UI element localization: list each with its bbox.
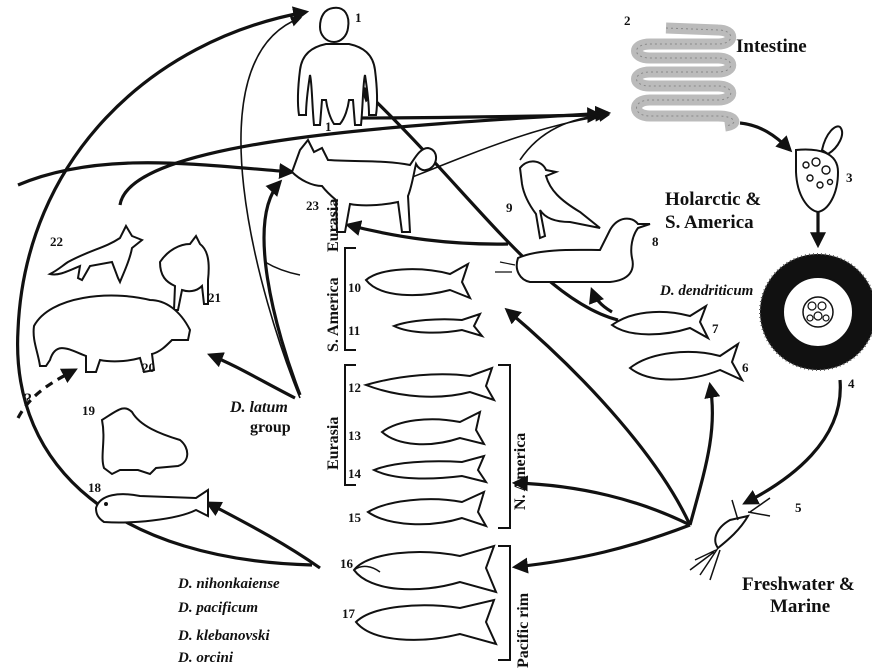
fox-icon <box>50 226 142 282</box>
arrow-copepod-to-fish6 <box>690 385 712 525</box>
species-klebanovski: D. klebanovski <box>177 628 270 644</box>
stage-11-number: 11 <box>348 323 360 338</box>
gull-icon <box>520 161 600 238</box>
stage-5-number: 5 <box>795 500 802 515</box>
stage-3-number: 3 <box>846 170 853 185</box>
human-silhouette-icon <box>298 8 377 125</box>
stage-2-number: 2 <box>624 13 631 28</box>
arrow-coracidium-to-copepod <box>745 380 840 503</box>
stage-18-number: 18 <box>88 480 102 495</box>
stage-14-number: 14 <box>348 466 362 481</box>
stage-6-number: 6 <box>742 360 749 375</box>
holarctic-label-2: S. America <box>665 212 754 233</box>
copepod-icon <box>690 498 770 580</box>
latum-label-2: group <box>250 419 291 436</box>
stage-20-number: 20 <box>142 360 155 375</box>
arrow-pacific-to-seal <box>208 503 320 568</box>
stage-7-number: 7 <box>712 321 719 336</box>
question-mark: ? <box>24 391 32 408</box>
stage-1-number: 1 <box>355 10 362 25</box>
fish-icon <box>394 314 482 336</box>
fish-icon <box>366 368 494 400</box>
stage-12-number: 12 <box>348 380 361 395</box>
stage-21-number: 21 <box>208 290 221 305</box>
stage-1b-number: 1 <box>325 119 332 134</box>
stage-4-number: 4 <box>848 376 855 391</box>
stage-8-number: 8 <box>652 234 659 249</box>
pacific-rim-label: Pacific rim <box>515 592 532 668</box>
fish-icon <box>630 344 742 380</box>
species-nihonkaiense: D. nihonkaiense <box>177 576 280 592</box>
stage-16-number: 16 <box>340 556 354 571</box>
n-america-label: N. America <box>512 433 529 510</box>
dog-icon <box>292 140 436 232</box>
bracket-pacific <box>498 546 510 660</box>
intestine-label: Intestine <box>736 36 807 57</box>
species-orcini: D. orcini <box>177 650 234 666</box>
arrow-latum-to-human <box>241 18 300 398</box>
species-pacificum: D. pacificum <box>177 600 258 616</box>
freshwater-label-1: Freshwater & <box>742 574 855 595</box>
operculate-egg-icon <box>796 126 842 212</box>
stage-15-number: 15 <box>348 510 362 525</box>
stage-10-number: 10 <box>348 280 361 295</box>
wolf-icon <box>160 236 209 310</box>
salmon-icon <box>354 546 496 592</box>
arrow-copepod-to-pacific <box>515 525 690 567</box>
tapeworm-strobila-icon <box>637 28 734 126</box>
freshwater-label-2: Marine <box>770 596 830 617</box>
stage-17-number: 17 <box>342 606 356 621</box>
latum-label-1: D. latum <box>229 399 288 416</box>
fish-icon <box>366 264 470 298</box>
arrow-latum-to-wolf <box>265 262 300 275</box>
salmon-icon <box>356 600 496 644</box>
sea-lion-icon <box>102 408 187 474</box>
arrow-human-to-intestine <box>360 115 600 118</box>
fish-icon <box>612 306 708 338</box>
arrow-latum-to-dog <box>264 182 300 395</box>
bear-icon <box>34 296 190 372</box>
bracket-n-america <box>498 365 510 528</box>
fish-icon <box>382 412 484 444</box>
stage-13-number: 13 <box>348 428 362 443</box>
fish-icon <box>374 456 486 482</box>
eurasia-mid-label: Eurasia <box>325 417 342 470</box>
seal-icon <box>96 490 208 523</box>
fish-icon <box>368 492 486 526</box>
stage-19-number: 19 <box>82 403 96 418</box>
arrow-latum-to-bear <box>210 355 295 398</box>
arrow-gull-to-intestine <box>520 114 608 160</box>
arrow-loon-to-dog <box>348 225 508 244</box>
arrow-fish7-to-loon <box>592 290 612 312</box>
eurasia-top-label: Eurasia <box>325 199 342 252</box>
arrow-intestine-to-egg <box>740 123 790 150</box>
s-america-label: S. America <box>325 277 342 352</box>
dendriticum-label: D. dendriticum <box>659 283 753 299</box>
stage-23-number: 23 <box>306 198 320 213</box>
stage-22-number: 22 <box>50 234 63 249</box>
stage-9-number: 9 <box>506 200 513 215</box>
holarctic-label-1: Holarctic & <box>665 189 761 210</box>
arrow-copepod-to-nam <box>515 483 690 525</box>
coracidium-icon <box>760 254 872 370</box>
